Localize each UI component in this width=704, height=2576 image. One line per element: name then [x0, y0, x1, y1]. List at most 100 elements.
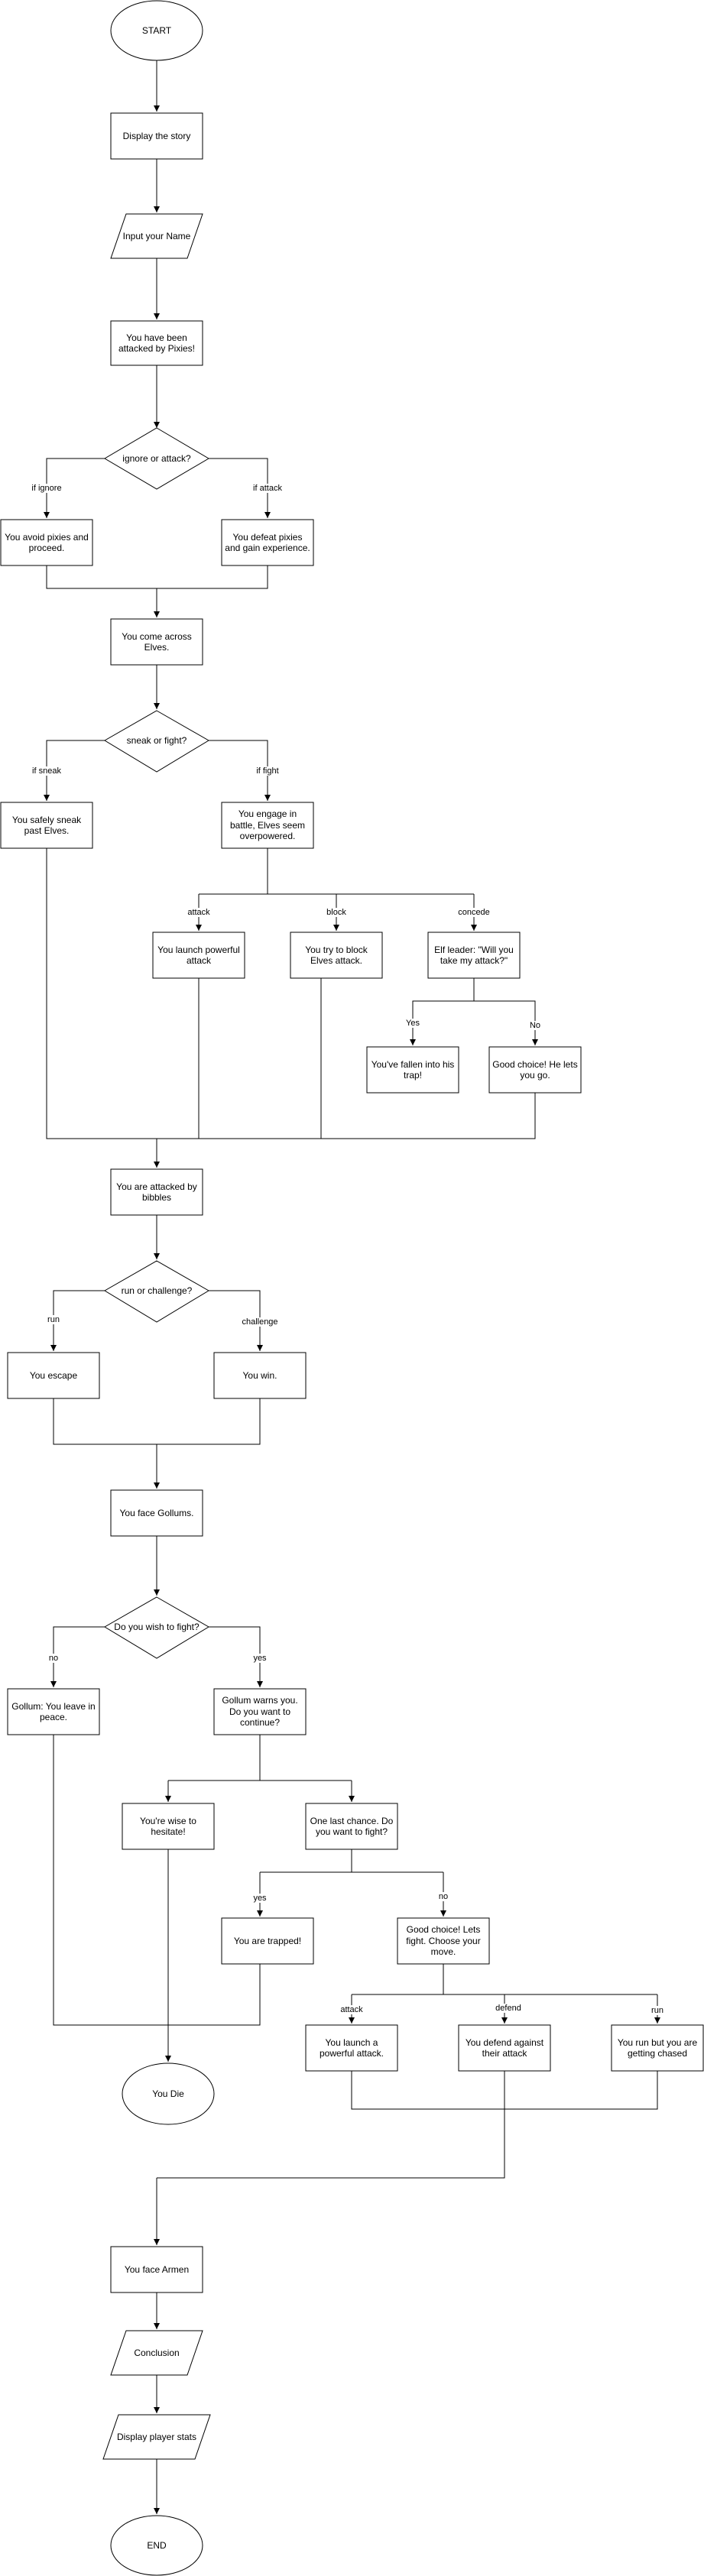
sneak-or-fight-diamond [104, 710, 209, 773]
display-story-label: Display the story [122, 130, 191, 141]
run-or-challenge-diamond [104, 1260, 209, 1323]
pixies-box [110, 320, 203, 366]
edge-label-block: block [326, 908, 347, 917]
avoid-pixies-label: You avoid pixies and proceed. [5, 531, 89, 553]
launch-attack-label: You launch a powerful attack. [319, 2036, 384, 2059]
engage-battle-box [221, 802, 314, 849]
run-chased-label: You run but you are getting chased [617, 2036, 698, 2059]
block-elves-label: You try to block Elves attack. [305, 944, 368, 966]
trapped-box [221, 1917, 314, 1965]
conclusion-parallelogram [110, 2330, 203, 2376]
escape-box [7, 1352, 100, 1399]
sneak-past-box [0, 802, 93, 849]
gollum-peace-label: Gollum: You leave in peace. [11, 1700, 96, 1722]
gollum-warns-label: Gollum warns you. Do you want to continu… [222, 1695, 298, 1729]
edges [44, 60, 660, 2514]
bibbles-box [110, 1168, 203, 1216]
edge-big-merge [46, 848, 536, 1139]
wish-fight-diamond [104, 1596, 209, 1659]
launch-attack-box [305, 2024, 398, 2072]
fallen-trap-box [366, 1046, 459, 1094]
edge-label-if-fight: if fight [255, 766, 280, 776]
ignore-or-attack-diamond [104, 427, 209, 490]
elf-leader-label: Elf leader: "Will you take my attack?" [434, 944, 514, 966]
edge-label-concede: concede [457, 908, 491, 917]
edge-moves-down [157, 2071, 505, 2179]
defend-attack-box [458, 2024, 551, 2072]
edge-run [50, 1290, 105, 1351]
elves-box [110, 618, 203, 666]
win-label: You win. [242, 1369, 277, 1381]
edge-label-no-good: no [437, 1892, 449, 1901]
bibbles-label: You are attacked by bibbles [116, 1181, 197, 1203]
edge-label-no-fight: no [47, 1654, 60, 1663]
you-die-terminal [122, 2062, 215, 2125]
wish-fight-label: Do you wish to fight? [114, 1621, 200, 1632]
elves-label: You come across Elves. [122, 630, 192, 653]
launch-powerful-label: You launch powerful attack [157, 944, 240, 966]
display-story-box [110, 112, 203, 160]
start-terminal [110, 0, 203, 61]
engage-battle-label: You engage in battle, Elves seem overpow… [229, 808, 306, 842]
edge-yes-fight [209, 1626, 263, 1687]
gollum-peace-box [7, 1688, 100, 1735]
edge-fight [209, 740, 271, 801]
face-armen-box [110, 2246, 203, 2293]
sneak-past-label: You safely sneak past Elves. [11, 814, 82, 836]
edge-label-yes-trapped: yes [252, 1894, 268, 1903]
you-die-label: You Die [152, 2088, 184, 2099]
pixies-label: You have been attacked by Pixies! [118, 332, 196, 354]
edge-yes [412, 978, 475, 1045]
display-stats-parallelogram [102, 2414, 211, 2460]
defend-attack-label: You defend against their attack [465, 2036, 544, 2059]
edge-no [474, 1000, 538, 1045]
edge-label-if-sneak: if sneak [31, 766, 62, 776]
elf-leader-box [427, 932, 521, 979]
display-stats-label: Display player stats [116, 2431, 197, 2442]
edge-label-attack-move: attack [339, 2005, 364, 2014]
good-choice-fight-label: Good choice! Lets fight. Choose your mov… [406, 1924, 481, 1958]
edge-label-yes-fight: yes [252, 1654, 268, 1663]
last-chance-label: One last chance. Do you want to fight? [310, 1815, 394, 1837]
defeat-pixies-label: You defeat pixies and gain experience. [225, 531, 310, 553]
good-choice-fight-box [397, 1917, 490, 1965]
escape-label: You escape [29, 1369, 78, 1381]
edge-label-if-attack: if attack [252, 484, 283, 493]
input-name-label: Input your Name [122, 230, 191, 241]
end-terminal [110, 2515, 203, 2576]
edge-challenge [209, 1290, 263, 1351]
input-name-parallelogram [110, 213, 203, 259]
fallen-trap-label: You've fallen into his trap! [371, 1058, 455, 1081]
edge-ignore [44, 458, 105, 518]
edge-label-if-ignore: if ignore [31, 484, 63, 493]
ignore-or-attack-label: ignore or attack? [122, 452, 191, 464]
face-gollum-label: You face Gollums. [119, 1507, 194, 1518]
block-elves-box [290, 932, 383, 979]
edge-sneak [44, 740, 105, 801]
edge-bibbles-merge [53, 1398, 261, 1445]
gollum-warns-box [213, 1688, 307, 1735]
launch-powerful-box [152, 932, 245, 979]
sneak-or-fight-label: sneak or fight? [126, 734, 187, 746]
defeat-pixies-box [221, 519, 314, 566]
edge-label-no: No [528, 1021, 542, 1030]
conclusion-label: Conclusion [134, 2347, 180, 2358]
edge-attack [209, 458, 271, 518]
edge-label-challenge: challenge [241, 1317, 279, 1327]
win-box [213, 1352, 307, 1399]
wise-hesitate-box [122, 1803, 215, 1850]
edge-death-merge [53, 1735, 261, 2026]
edge-label-run-move: run [650, 2006, 664, 2015]
run-or-challenge-label: run or challenge? [121, 1285, 193, 1296]
good-choice-go-box [488, 1046, 582, 1094]
end-label: END [147, 2539, 167, 2551]
last-chance-box [305, 1803, 398, 1850]
good-choice-go-label: Good choice! He lets you go. [492, 1058, 578, 1081]
run-chased-box [611, 2024, 704, 2072]
wise-hesitate-label: You're wise to hesitate! [140, 1815, 196, 1837]
face-gollum-box [110, 1489, 203, 1537]
edge-no-fight [50, 1626, 105, 1687]
trapped-label: You are trapped! [233, 1935, 302, 1946]
